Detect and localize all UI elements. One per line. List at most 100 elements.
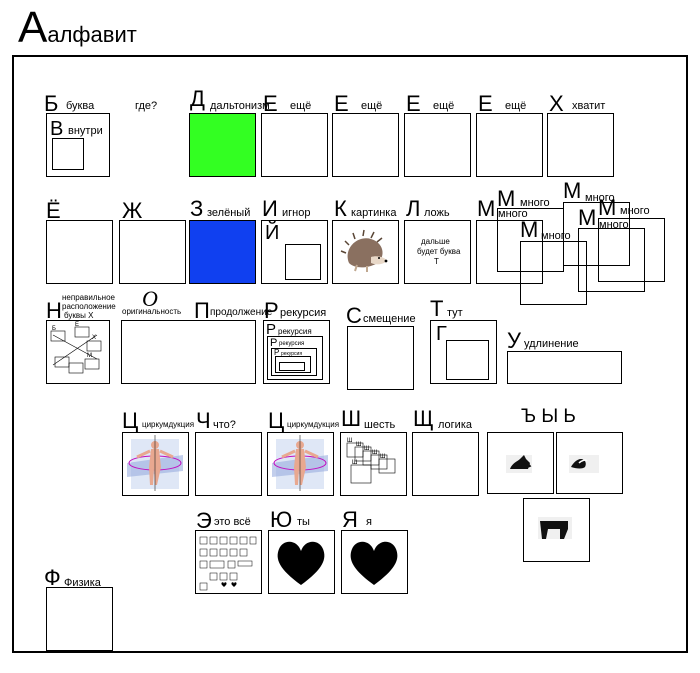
word-k: картинка — [351, 207, 397, 219]
letter-i: И — [262, 196, 278, 221]
letter-m-4: М — [598, 195, 617, 220]
box-m-4 — [598, 218, 665, 282]
word-shch: логика — [438, 419, 472, 431]
word-e-1: ещё — [290, 100, 312, 112]
box-e-1 — [261, 113, 328, 177]
svg-text:М: М — [87, 353, 92, 359]
box-ya — [341, 530, 408, 594]
letter-t: Т — [430, 296, 444, 321]
word-ch: что? — [213, 419, 236, 431]
letter-d: Д — [190, 86, 205, 111]
letter-s: С — [346, 303, 362, 328]
word-m-2b: много — [498, 208, 528, 220]
box-d-green — [189, 113, 256, 177]
letter-sh: Ш — [341, 406, 362, 431]
box-r-5 — [279, 362, 305, 371]
word-n-1: неправильное — [62, 293, 115, 302]
letter-v: В — [50, 118, 64, 140]
box-ts-2 — [267, 432, 334, 496]
svg-text:Ш: Ш — [352, 460, 358, 466]
letter-r-3: Р — [270, 337, 278, 349]
letter-e-2: Е — [334, 91, 349, 116]
box-g-inner — [446, 340, 489, 380]
letter-m-2: М — [497, 186, 516, 211]
box-yery — [556, 432, 623, 494]
box-shch — [412, 432, 479, 496]
hard-soft-signs: Ъ Ы Ь — [521, 406, 576, 427]
word-n-3: буквы Х — [64, 311, 94, 320]
word-f: Физика — [64, 577, 101, 589]
box-ts — [122, 432, 189, 496]
letter-z: З — [190, 196, 204, 221]
box-e2 — [195, 530, 262, 594]
letter-m: М — [477, 196, 496, 221]
letter-m-3: М — [563, 178, 582, 203]
word-z: зелёный — [207, 207, 251, 219]
word-r-3: рекурсия — [279, 341, 305, 347]
letter-b: Б — [44, 91, 59, 116]
letter-g: Г — [436, 323, 447, 345]
word-sh: шесть — [364, 419, 396, 431]
word-yu: ты — [297, 516, 310, 528]
svg-text:Х: Х — [92, 335, 96, 341]
svg-text:Ш: Ш — [356, 442, 362, 448]
letter-kh: Х — [549, 91, 564, 116]
word-kh: хватит — [572, 100, 606, 112]
letter-k: К — [334, 196, 347, 221]
letter-n: Н — [46, 298, 62, 323]
box-m-1 — [476, 220, 543, 284]
l-text-1: дальше — [421, 237, 450, 246]
box-z-blue — [189, 220, 256, 284]
letter-f: Ф — [44, 565, 61, 590]
svg-text:Е: Е — [75, 322, 79, 328]
box-e-2 — [332, 113, 399, 177]
six-boxes-icon: ШШШ ШШШ — [346, 438, 396, 484]
word-ts-2: циркумдукция — [287, 420, 340, 429]
word-ya: я — [366, 516, 372, 528]
cat-icon-2 — [569, 455, 599, 473]
word-r-4: рекурсия — [281, 351, 303, 357]
box-m-5 — [578, 228, 645, 292]
word-m-6: много — [541, 230, 571, 242]
letter-o: О — [142, 286, 158, 311]
letter-m-5: М — [578, 205, 597, 230]
letter-ts-2: Ц — [268, 408, 285, 433]
box-s — [347, 326, 414, 390]
letter-ts: Ц — [122, 408, 139, 433]
l-text-2: будет буква — [417, 247, 461, 256]
word-b: буква — [66, 100, 95, 112]
word-m-4: много — [620, 205, 650, 217]
letter-yo: Ё — [46, 198, 61, 223]
word-m-3: много — [585, 192, 615, 204]
letter-e2: Э — [196, 508, 212, 533]
word-e-2: ещё — [361, 100, 383, 112]
box-y-inner — [285, 244, 321, 280]
hedgehog-icon — [340, 229, 388, 272]
word-d: дальтонизм — [210, 100, 270, 112]
box-zh — [119, 220, 186, 284]
word-e-3: ещё — [433, 100, 455, 112]
box-m-6 — [520, 241, 587, 305]
box-o — [121, 320, 256, 384]
word-n-2: расположение — [62, 302, 116, 311]
letter-ya: Я — [342, 507, 358, 532]
box-hard-sign — [487, 432, 554, 494]
box-kh — [547, 113, 614, 177]
letter-e-1: Е — [263, 91, 278, 116]
letter-m-6: М — [520, 217, 539, 242]
box-yo — [46, 220, 113, 284]
box-k — [332, 220, 399, 284]
letter-p: П — [194, 298, 210, 323]
word-l: ложь — [424, 207, 450, 219]
title-letter: А — [18, 3, 48, 52]
word-p: продолжение — [210, 307, 273, 318]
word-i: игнор — [282, 207, 311, 219]
vitruvian-figure-icon-2 — [272, 435, 328, 491]
word-e2: это всё — [214, 516, 251, 528]
letter-yu: Ю — [270, 507, 293, 532]
page-title: Аалфавит — [18, 4, 137, 52]
svg-text:Ш: Ш — [380, 454, 386, 460]
